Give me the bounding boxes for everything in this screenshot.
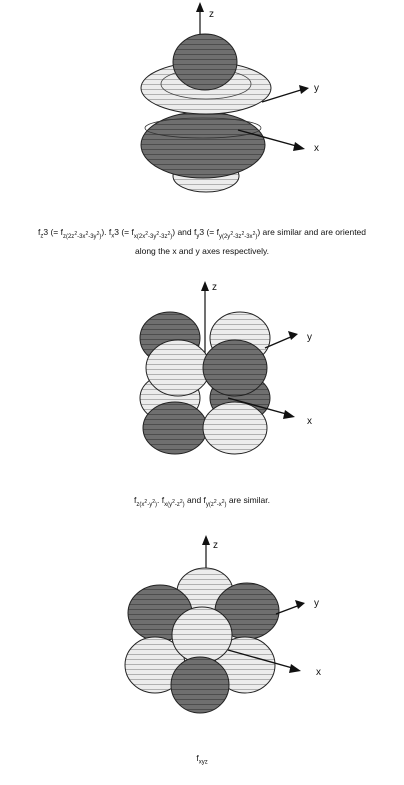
y-axis-arrowhead [299,85,309,94]
y-axis-arrowhead [295,600,305,609]
caption-fz3: fz3 (= fz(2z2-3x2-3y2)). fx3 (= fx(2x2-3… [0,225,404,258]
x-axis [227,649,297,670]
x-axis [227,397,291,416]
x-axis-arrowhead [293,142,305,151]
y-axis-label: y [307,332,312,343]
lobe-lower-dark-band [144,117,262,139]
caption-fz3-line1: fz3 (= fz(2z2-3x2-3y2)). fx3 (= fx(2x2-3… [37,227,367,240]
lobe-front-top-right [202,339,268,397]
caption-fzx2y2-line1: fz(x2-y2). fx(y2-z2) and fy(z2-x2) are s… [134,495,270,508]
z-axis-label: z [213,540,218,551]
orbital-fz3-panel: z y x [0,0,404,250]
y-axis [275,604,301,615]
caption-fz3-line2: along the x and y axes respectively. [134,245,270,256]
x-axis-label: x [314,143,319,154]
z-axis-arrowhead [196,2,204,12]
orbital-fz3-diagram [140,2,309,193]
lobe-front-top-left [145,339,211,397]
x-axis [237,129,301,148]
orbital-fxyz-diagram [124,535,305,714]
caption-fxyz: fxyz [0,751,404,770]
x-axis-label: x [307,416,312,427]
orbital-fxyz-panel: z y x [0,525,404,730]
z-axis-arrowhead [201,281,209,291]
orbital-fzx2y2-panel: z y x [0,270,404,480]
x-axis-arrowhead [289,664,301,673]
orbital-fzx2y2-diagram [139,281,298,455]
caption-fxyz-line1: fxyz [196,753,208,766]
y-axis [264,335,294,349]
lobe-front-bottom-right [202,401,268,455]
z-axis-label: z [209,9,214,20]
lobe-front-bottom-left [142,401,208,455]
lobe-front-center-top [171,606,233,664]
z-axis-arrowhead [202,535,210,545]
x-axis-label: x [316,667,321,678]
y-axis-label: y [314,83,319,94]
y-axis-label: y [314,598,319,609]
y-axis-arrowhead [288,331,298,340]
lobe-lower-dark [140,111,266,179]
lobe-top-dark [172,33,238,91]
caption-fzx2y2: fz(x2-y2). fx(y2-z2) and fy(z2-x2) are s… [0,493,404,512]
y-axis [261,88,305,103]
x-axis-arrowhead [283,410,295,419]
z-axis-label: z [212,282,217,293]
lobe-front-bottom-center [170,656,230,714]
